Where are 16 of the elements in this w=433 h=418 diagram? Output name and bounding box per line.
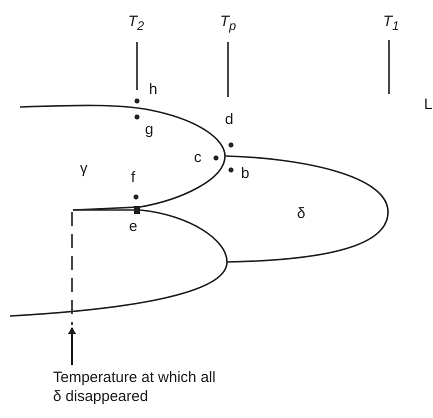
point-label: c [194,150,202,166]
point-label: h [149,82,158,98]
point-label: d [225,112,234,128]
point-label: g [145,122,154,138]
point-label: e [129,219,138,235]
phase-label: δ [297,206,306,222]
phase-label: L [424,97,432,113]
temperature-label: T$_{2}$ [128,14,144,34]
temperature-label: T$_{p}$ [220,14,236,34]
point-label: f [131,170,136,186]
annotation-text: Temperature at which all δ disappeared [53,368,221,406]
phase-label: γ [80,161,88,177]
dashed-line [71,212,73,325]
temperature-label: T$_{1}$ [383,14,400,34]
point-label: b [241,166,250,182]
arrow [68,327,76,365]
